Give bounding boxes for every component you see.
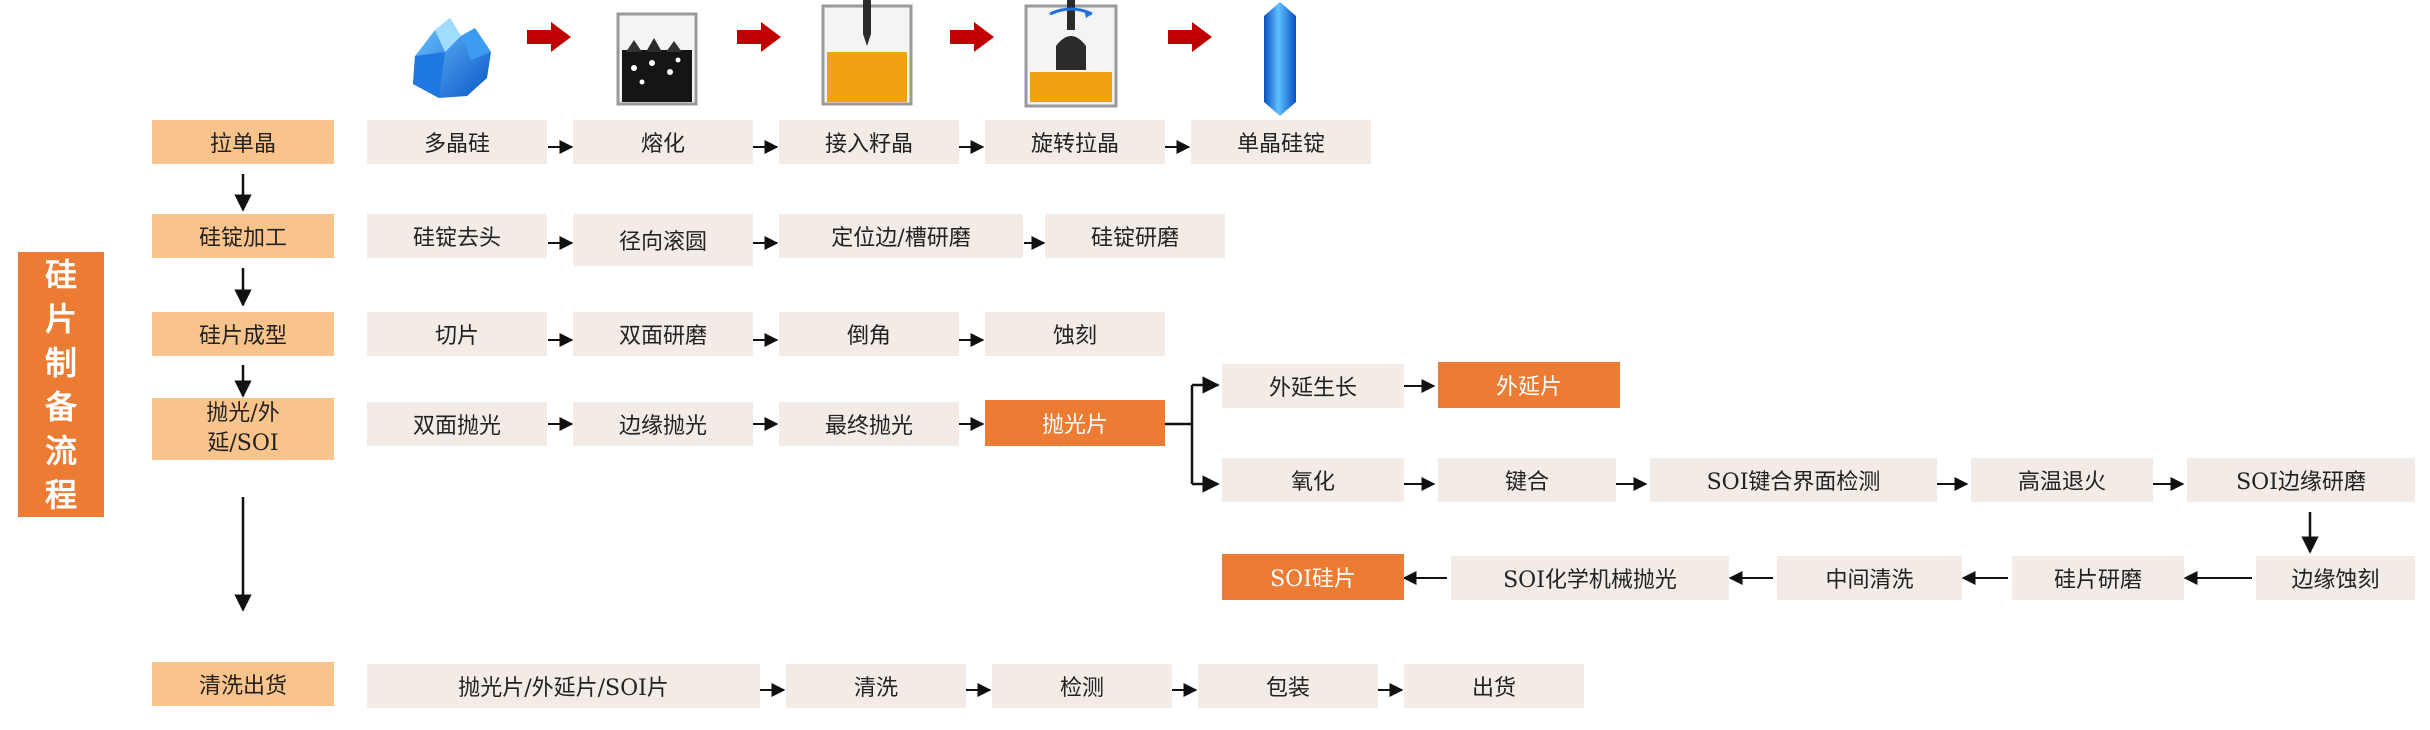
step-flat-notch-grinding: 定位边/槽研磨 xyxy=(779,214,1023,258)
stage-polish-epi-soi: 抛光/外延/SOI xyxy=(152,398,334,460)
single-crystal-ingot-icon xyxy=(1264,2,1296,116)
step-melting: 熔化 xyxy=(573,120,753,164)
step-slicing: 切片 xyxy=(367,312,547,356)
sidebar-char: 程 xyxy=(44,475,77,514)
product-polished-wafer: 抛光片 xyxy=(985,400,1165,446)
sidebar-char: 备 xyxy=(44,387,77,426)
red-arrow-icon xyxy=(527,22,571,52)
stage-pull-crystal: 拉单晶 xyxy=(152,120,334,164)
stage-clean-ship: 清洗出货 xyxy=(152,662,334,706)
step-epitaxial-growth: 外延生长 xyxy=(1222,364,1404,408)
melting-crucible-icon xyxy=(616,12,698,106)
polysilicon-crystal-icon xyxy=(413,18,491,98)
red-arrow-icon xyxy=(737,22,781,52)
step-wafer-types: 抛光片/外延片/SOI片 xyxy=(367,664,760,708)
step-ingot-cropping: 硅锭去头 xyxy=(367,214,547,258)
product-epi-wafer: 外延片 xyxy=(1438,362,1620,408)
stage-ingot-processing: 硅锭加工 xyxy=(152,214,334,258)
step-high-temp-anneal: 高温退火 xyxy=(1971,458,2153,502)
step-seed-insert: 接入籽晶 xyxy=(779,120,959,164)
step-wafer-grinding: 硅片研磨 xyxy=(2012,556,2184,600)
step-bonding: 键合 xyxy=(1438,458,1616,502)
seed-insert-crucible-icon xyxy=(821,0,913,106)
stage-wafer-forming: 硅片成型 xyxy=(152,312,334,356)
step-soi-bond-interface-inspection: SOI键合界面检测 xyxy=(1650,458,1937,502)
step-soi-edge-grinding: SOI边缘研磨 xyxy=(2187,458,2415,502)
step-single-crystal-ingot: 单晶硅锭 xyxy=(1191,120,1371,164)
rotating-pull-crucible-icon xyxy=(1024,0,1118,108)
step-cleaning: 清洗 xyxy=(786,664,966,708)
step-packaging: 包装 xyxy=(1198,664,1378,708)
step-radial-rounding: 径向滚圆 xyxy=(573,214,753,266)
step-intermediate-clean: 中间清洗 xyxy=(1777,556,1962,600)
step-double-side-lapping: 双面研磨 xyxy=(573,312,753,356)
step-inspection: 检测 xyxy=(992,664,1172,708)
step-ingot-grinding: 硅锭研磨 xyxy=(1045,214,1225,258)
step-chamfering: 倒角 xyxy=(779,312,959,356)
step-rotate-pull: 旋转拉晶 xyxy=(985,120,1165,164)
step-polysilicon: 多晶硅 xyxy=(367,120,547,164)
red-arrow-icon xyxy=(1168,22,1212,52)
sidebar-char: 制 xyxy=(44,343,77,382)
step-final-polish: 最终抛光 xyxy=(779,402,959,446)
step-double-side-polish: 双面抛光 xyxy=(367,402,547,446)
process-sidebar-title: 硅 片 制 备 流 程 xyxy=(18,252,104,517)
step-etching: 蚀刻 xyxy=(985,312,1165,356)
step-oxidation: 氧化 xyxy=(1222,458,1404,502)
sidebar-char: 硅 xyxy=(44,255,77,294)
product-soi-wafer: SOI硅片 xyxy=(1222,554,1404,600)
step-edge-etching: 边缘蚀刻 xyxy=(2256,556,2415,600)
sidebar-char: 片 xyxy=(44,299,77,338)
step-edge-polish: 边缘抛光 xyxy=(573,402,753,446)
red-arrow-icon xyxy=(950,22,994,52)
step-soi-cmp: SOI化学机械抛光 xyxy=(1451,556,1729,600)
step-shipping: 出货 xyxy=(1404,664,1584,708)
sidebar-char: 流 xyxy=(44,431,77,470)
